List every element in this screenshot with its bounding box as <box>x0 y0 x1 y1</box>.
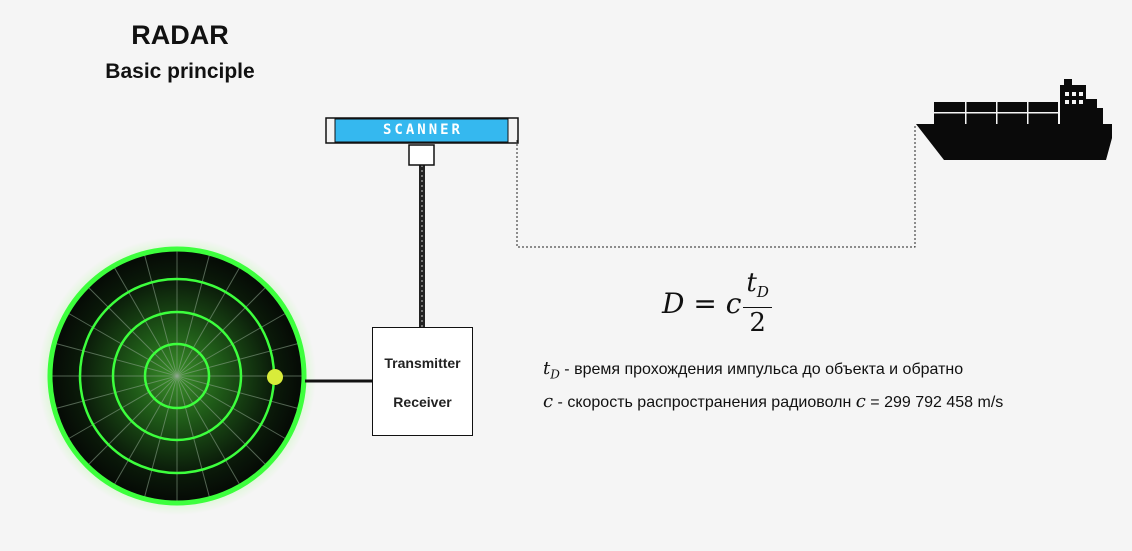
radar-scope-icon <box>38 237 316 515</box>
page-subtitle: Basic principle <box>105 60 255 83</box>
legend-td-symbol: t <box>543 358 551 379</box>
formula-t: t <box>746 267 757 298</box>
legend-td: tD - время прохождения импульса до объек… <box>543 358 963 382</box>
formula-denominator: 2 <box>749 308 766 339</box>
legend-c-value: 299 792 458 m/s <box>884 394 1004 411</box>
legend-c: c - скорость распространения радиоволн c… <box>543 391 1003 412</box>
transmitter-receiver-box: Transmitter Receiver <box>372 327 473 436</box>
formula-fraction: tD 2 <box>743 267 772 339</box>
signal-path <box>516 124 916 248</box>
transmitter-label: Transmitter <box>384 355 461 371</box>
cargo-ship-icon <box>916 79 1112 160</box>
legend-c-symbol: c <box>543 391 554 412</box>
scanner-antenna <box>325 117 519 166</box>
legend-td-text: - время прохождения импульса до объекта … <box>559 361 964 378</box>
legend-c-text: - скорость распространения радиоволн <box>553 394 856 411</box>
distance-formula: D = c tD 2 <box>662 268 772 338</box>
legend-c-symbol2: c <box>855 391 866 412</box>
page-title: RADAR <box>131 20 229 50</box>
legend-c-eq: = <box>865 394 885 411</box>
radar-blip <box>267 369 283 385</box>
formula-t-sub: D <box>756 283 769 302</box>
formula-c: c <box>725 286 742 320</box>
formula-lhs: D <box>662 286 685 320</box>
scanner-label: SCANNER <box>382 122 463 138</box>
legend-td-sub: D <box>550 367 560 382</box>
receiver-label: Receiver <box>393 394 452 410</box>
formula-equals: = <box>684 286 726 320</box>
